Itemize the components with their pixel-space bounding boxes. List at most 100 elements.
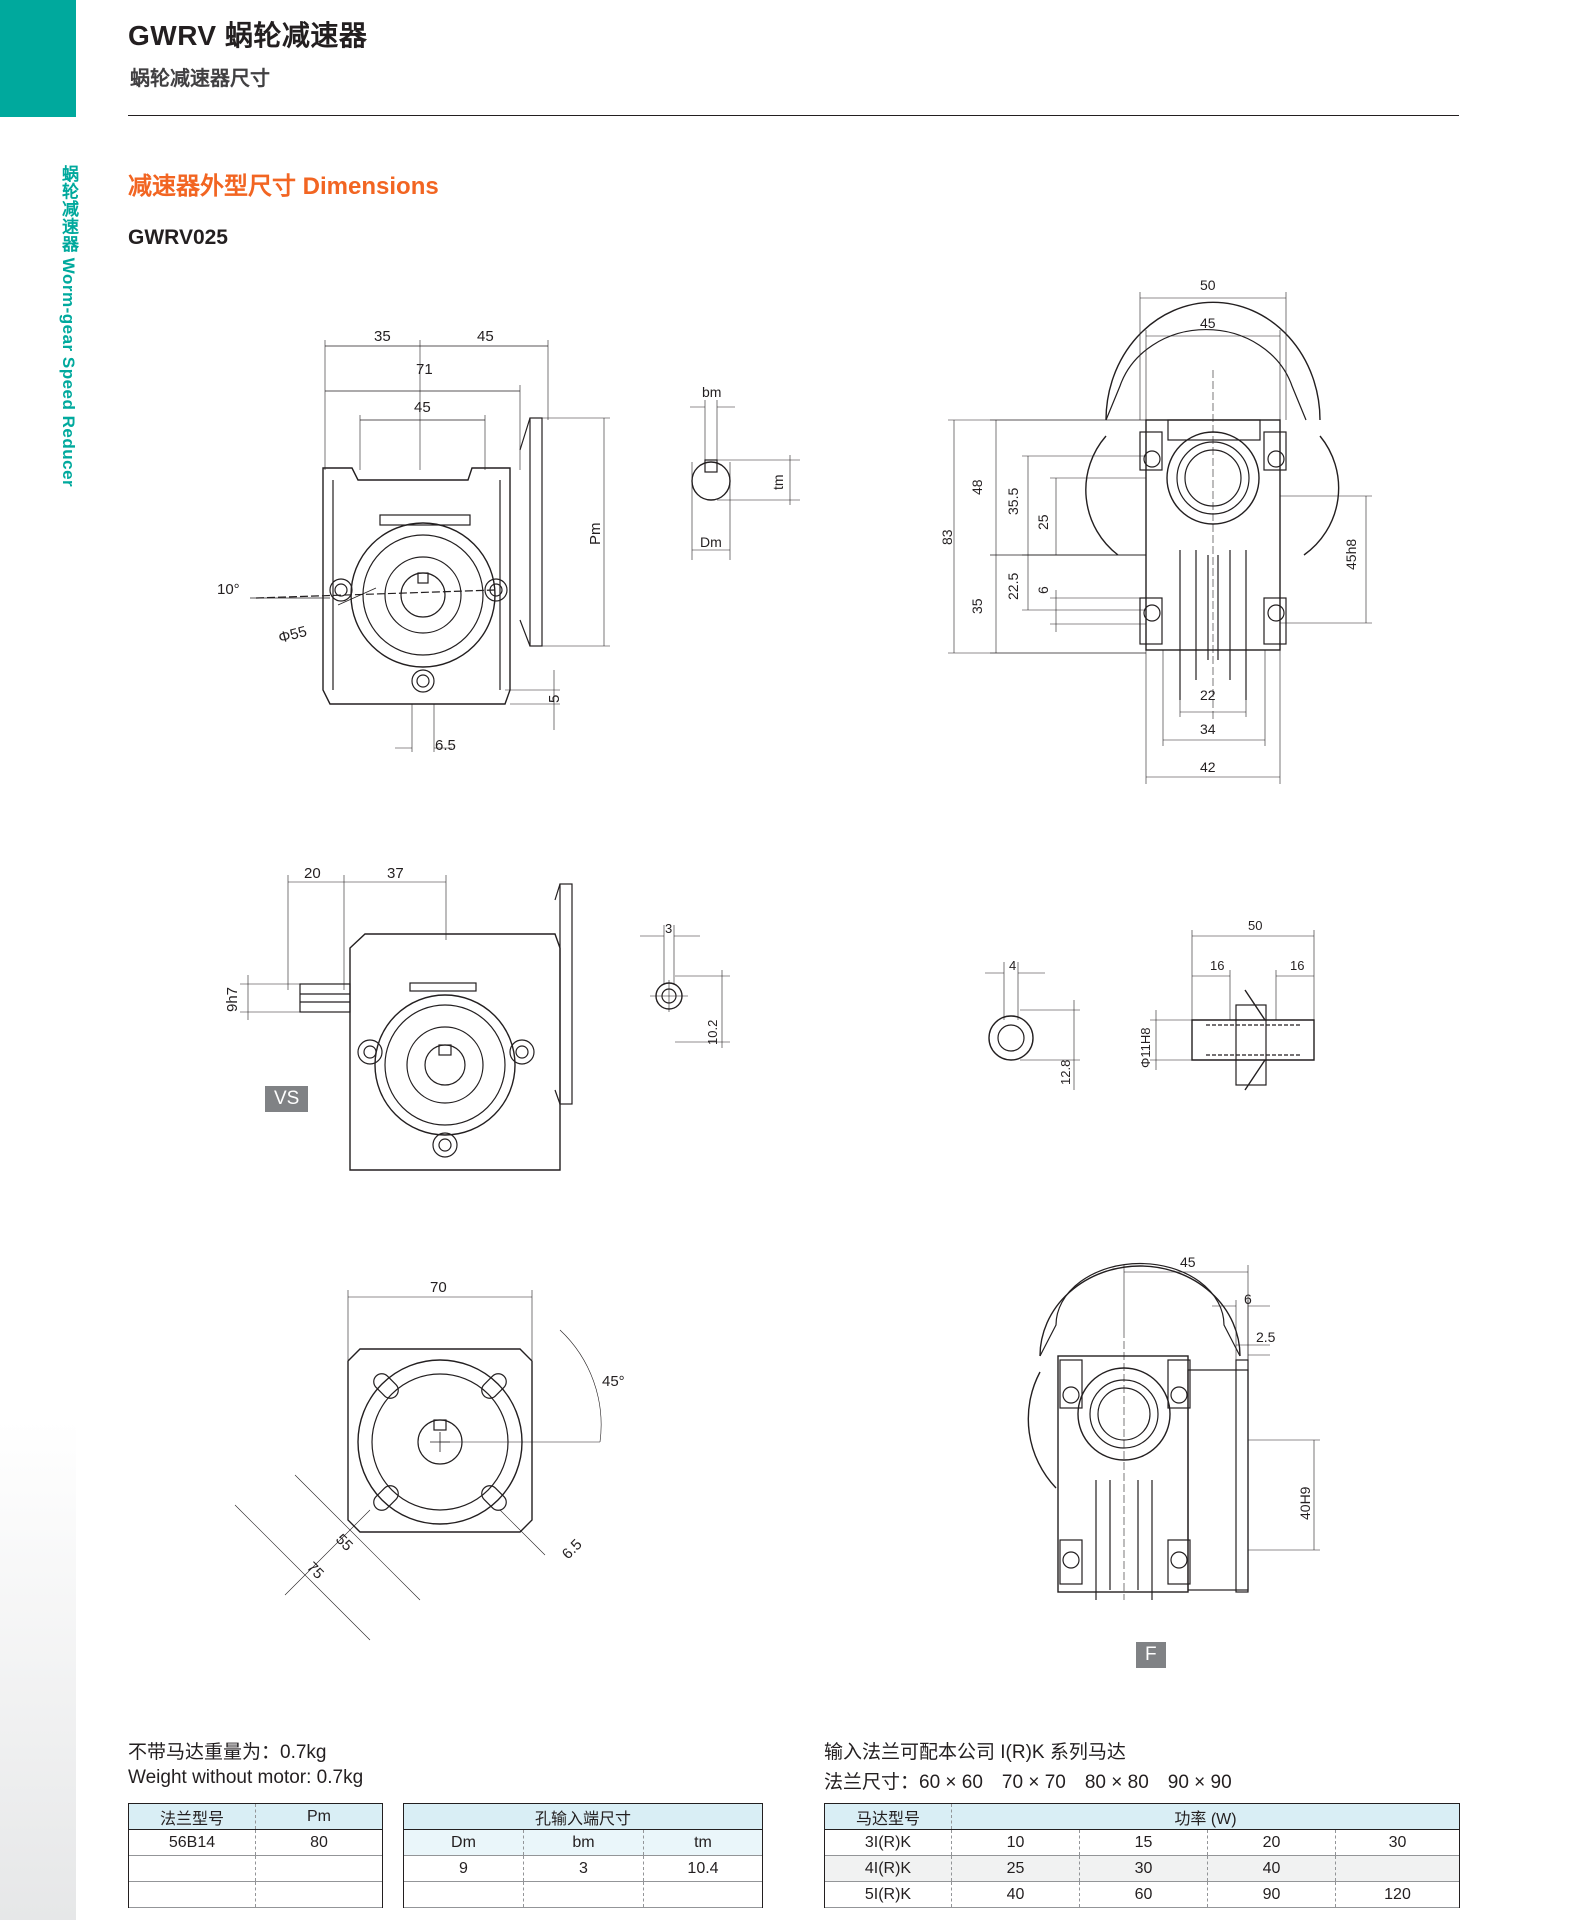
svg-text:45: 45 bbox=[1200, 315, 1216, 331]
th-flange-type: 法兰型号 bbox=[159, 1810, 224, 1828]
th-pm: Pm bbox=[255, 1803, 382, 1830]
shaft-detail-vs: 3 10.2 bbox=[640, 921, 730, 1048]
svg-text:35: 35 bbox=[969, 598, 985, 614]
svg-text:75: 75 bbox=[303, 1559, 327, 1583]
hole-detail: 4 12.8 bbox=[985, 958, 1080, 1090]
svg-text:45: 45 bbox=[477, 328, 494, 345]
svg-text:4: 4 bbox=[1009, 958, 1016, 973]
svg-text:70: 70 bbox=[430, 1279, 447, 1296]
svg-text:20: 20 bbox=[304, 865, 321, 882]
svg-text:22.5: 22.5 bbox=[1005, 573, 1021, 600]
view-flange: 70 45° 55 75 6.5 bbox=[234, 1279, 625, 1641]
svg-text:48: 48 bbox=[969, 479, 985, 495]
svg-text:bm: bm bbox=[702, 384, 721, 400]
view-vs: 20 37 9h7 bbox=[224, 865, 573, 1171]
svg-text:Dm: Dm bbox=[700, 534, 722, 550]
svg-text:83: 83 bbox=[939, 529, 955, 545]
f-label: F bbox=[1136, 1642, 1166, 1668]
svg-text:6.5: 6.5 bbox=[559, 1536, 586, 1563]
svg-text:Φ55: Φ55 bbox=[277, 623, 309, 647]
vs-label: VS bbox=[265, 1086, 309, 1112]
th-dm: Dm bbox=[451, 1833, 476, 1851]
svg-text:45: 45 bbox=[414, 399, 431, 416]
cell: 90 bbox=[1207, 1881, 1336, 1908]
svg-text:6: 6 bbox=[1035, 586, 1051, 594]
svg-text:5: 5 bbox=[546, 695, 563, 703]
cell: 40 bbox=[951, 1881, 1080, 1908]
svg-text:45h8: 45h8 bbox=[1343, 539, 1359, 570]
cell: 10.4 bbox=[643, 1855, 762, 1882]
keyway-detail: bm tm Dm bbox=[690, 384, 800, 560]
flange-sizes-note: 法兰尺寸：60 × 60 70 × 70 80 × 80 90 × 90 bbox=[824, 1772, 1232, 1793]
cell: 30 bbox=[1335, 1829, 1459, 1856]
svg-text:55: 55 bbox=[332, 1531, 356, 1555]
hollow-shaft-section: 50 16 16 Φ11H8 bbox=[1138, 918, 1315, 1091]
svg-text:40H9: 40H9 bbox=[1297, 1486, 1313, 1520]
svg-text:Φ11H8: Φ11H8 bbox=[1138, 1028, 1153, 1069]
view-side: 50 45 83 48 35.5 25 35 22.5 6 45h8 22 34… bbox=[939, 277, 1372, 784]
svg-text:71: 71 bbox=[416, 361, 433, 378]
svg-text:tm: tm bbox=[770, 474, 786, 490]
svg-text:22: 22 bbox=[1200, 687, 1216, 703]
svg-text:10°: 10° bbox=[217, 581, 240, 598]
svg-text:37: 37 bbox=[387, 865, 404, 882]
cell: 40 bbox=[1207, 1855, 1336, 1882]
cell: 15 bbox=[1079, 1829, 1208, 1856]
side-vertical-label: 蜗轮减速器 Worm-gear Speed Reducer bbox=[59, 165, 78, 488]
cell: 120 bbox=[1335, 1881, 1459, 1908]
svg-text:45°: 45° bbox=[602, 1373, 625, 1390]
page-title: GWRV 蜗轮减速器 bbox=[128, 20, 368, 51]
svg-text:25: 25 bbox=[1035, 514, 1051, 530]
svg-text:16: 16 bbox=[1210, 958, 1224, 973]
cell bbox=[255, 1855, 382, 1882]
cell bbox=[643, 1881, 762, 1908]
svg-text:35: 35 bbox=[374, 328, 391, 345]
cell bbox=[523, 1881, 644, 1908]
cell: 20 bbox=[1207, 1829, 1336, 1856]
section-title: 减速器外型尺寸 Dimensions bbox=[128, 173, 439, 200]
svg-text:6: 6 bbox=[1244, 1291, 1252, 1307]
cell: 9 bbox=[459, 1859, 468, 1877]
svg-text:6.5: 6.5 bbox=[435, 737, 456, 754]
hole-table: 孔输入端尺寸 Dm bm tm 9 3 10.4 bbox=[403, 1803, 763, 1908]
cell: 3I(R)K bbox=[864, 1833, 912, 1851]
th-bm: bm bbox=[523, 1829, 644, 1856]
view-f: 45 6 2.5 40H9 bbox=[1027, 1254, 1320, 1600]
header-color-tab bbox=[0, 0, 76, 117]
flange-table: 法兰型号 Pm 56B14 80 bbox=[128, 1803, 383, 1908]
svg-text:Pm: Pm bbox=[587, 523, 604, 546]
cell: 4I(R)K bbox=[864, 1859, 912, 1877]
th-hole-title: 孔输入端尺寸 bbox=[534, 1810, 631, 1828]
dimension-drawings: 35 45 71 45 10° Φ55 5 6.5 Pm bm tm Dm bbox=[217, 277, 1372, 1641]
svg-text:45: 45 bbox=[1180, 1254, 1196, 1270]
side-gradient bbox=[0, 1420, 76, 1920]
cell: 80 bbox=[255, 1829, 382, 1856]
header-divider bbox=[128, 115, 1459, 116]
th-tm: tm bbox=[643, 1829, 762, 1856]
th-power: 功率 (W) bbox=[951, 1803, 1459, 1830]
cell: 10 bbox=[951, 1829, 1080, 1856]
weight-note-cn: 不带马达重量为：0.7kg bbox=[128, 1742, 327, 1763]
cell: 30 bbox=[1079, 1855, 1208, 1882]
svg-text:2.5: 2.5 bbox=[1256, 1329, 1276, 1345]
svg-text:16: 16 bbox=[1290, 958, 1304, 973]
cell: 56B14 bbox=[168, 1833, 216, 1851]
cell: 5I(R)K bbox=[864, 1885, 912, 1903]
cell bbox=[129, 1856, 256, 1882]
model-name: GWRV025 bbox=[128, 226, 228, 249]
cell bbox=[129, 1882, 256, 1908]
svg-text:10.2: 10.2 bbox=[705, 1020, 720, 1045]
svg-text:50: 50 bbox=[1248, 918, 1262, 933]
cell bbox=[1335, 1855, 1459, 1882]
th-motor-type: 马达型号 bbox=[855, 1810, 920, 1828]
page-subtitle: 蜗轮减速器尺寸 bbox=[130, 68, 270, 90]
cell bbox=[404, 1882, 524, 1908]
motor-power-table: 马达型号 功率 (W) 3I(R)K 10 15 20 30 4I(R)K 25… bbox=[824, 1803, 1460, 1908]
svg-text:50: 50 bbox=[1200, 277, 1216, 293]
cell: 60 bbox=[1079, 1881, 1208, 1908]
cell: 3 bbox=[523, 1855, 644, 1882]
svg-text:34: 34 bbox=[1200, 721, 1216, 737]
svg-text:12.8: 12.8 bbox=[1058, 1060, 1073, 1085]
weight-note-en: Weight without motor: 0.7kg bbox=[128, 1767, 364, 1788]
flange-compat-note: 输入法兰可配本公司 I(R)K 系列马达 bbox=[824, 1742, 1126, 1763]
